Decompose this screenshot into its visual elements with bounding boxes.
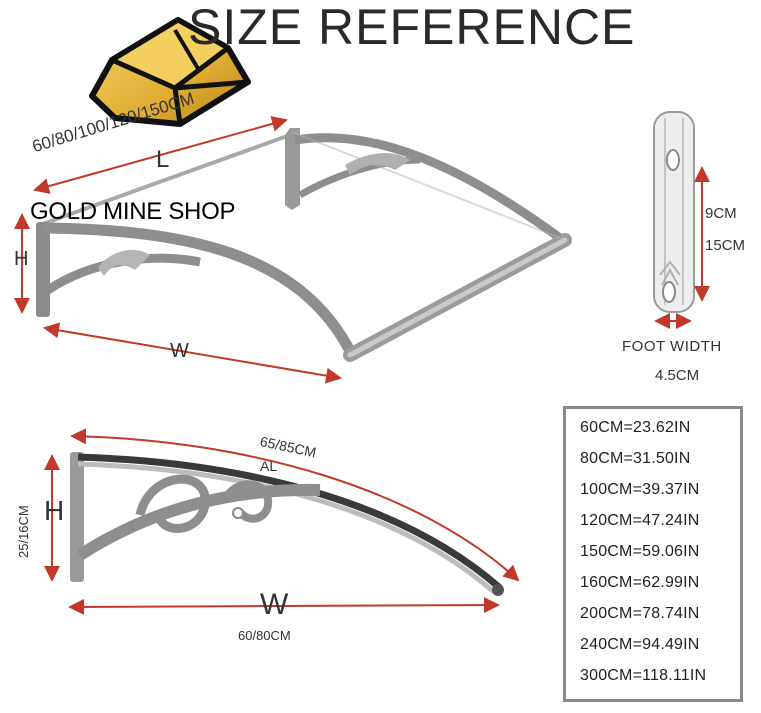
page-title: SIZE REFERENCE (188, 0, 636, 55)
foot-dim-15: 15CM (705, 237, 746, 254)
top-canopy-diagram (14, 116, 572, 384)
conversion-row: 80CM=31.50IN (580, 450, 691, 467)
conversion-table: 60CM=23.62IN 80CM=31.50IN 100CM=39.37IN … (563, 406, 743, 702)
w-values-side: 60/80CM (238, 628, 291, 643)
conversion-row: 100CM=39.37IN (580, 481, 700, 498)
w-letter-side: W (260, 588, 289, 621)
foot-diagram (653, 111, 710, 329)
watermark-text: GOLD MINE SHOP (30, 198, 236, 225)
al-label: AL (260, 458, 278, 474)
conversion-row: 240CM=94.49IN (580, 636, 700, 653)
foot-width-label: FOOT WIDTH (622, 338, 722, 355)
l-letter: L (156, 146, 170, 173)
gold-bar-logo (89, 17, 251, 127)
conversion-row: 160CM=62.99IN (580, 574, 700, 591)
w-letter-top: W (170, 340, 189, 362)
h-letter-side: H (44, 495, 65, 526)
conversion-row: 150CM=59.06IN (580, 543, 700, 560)
foot-dim-9: 9CM (705, 205, 737, 222)
conversion-row: 300CM=118.11IN (580, 667, 707, 684)
conversion-row: 120CM=47.24IN (580, 512, 700, 529)
conversion-row: 60CM=23.62IN (580, 419, 691, 436)
foot-width-value: 4.5CM (655, 367, 700, 384)
h-values-side: 25/16CM (16, 505, 31, 558)
h-letter-top: H (14, 248, 29, 270)
conversion-row: 200CM=78.74IN (580, 605, 700, 622)
side-canopy-diagram (44, 428, 520, 615)
